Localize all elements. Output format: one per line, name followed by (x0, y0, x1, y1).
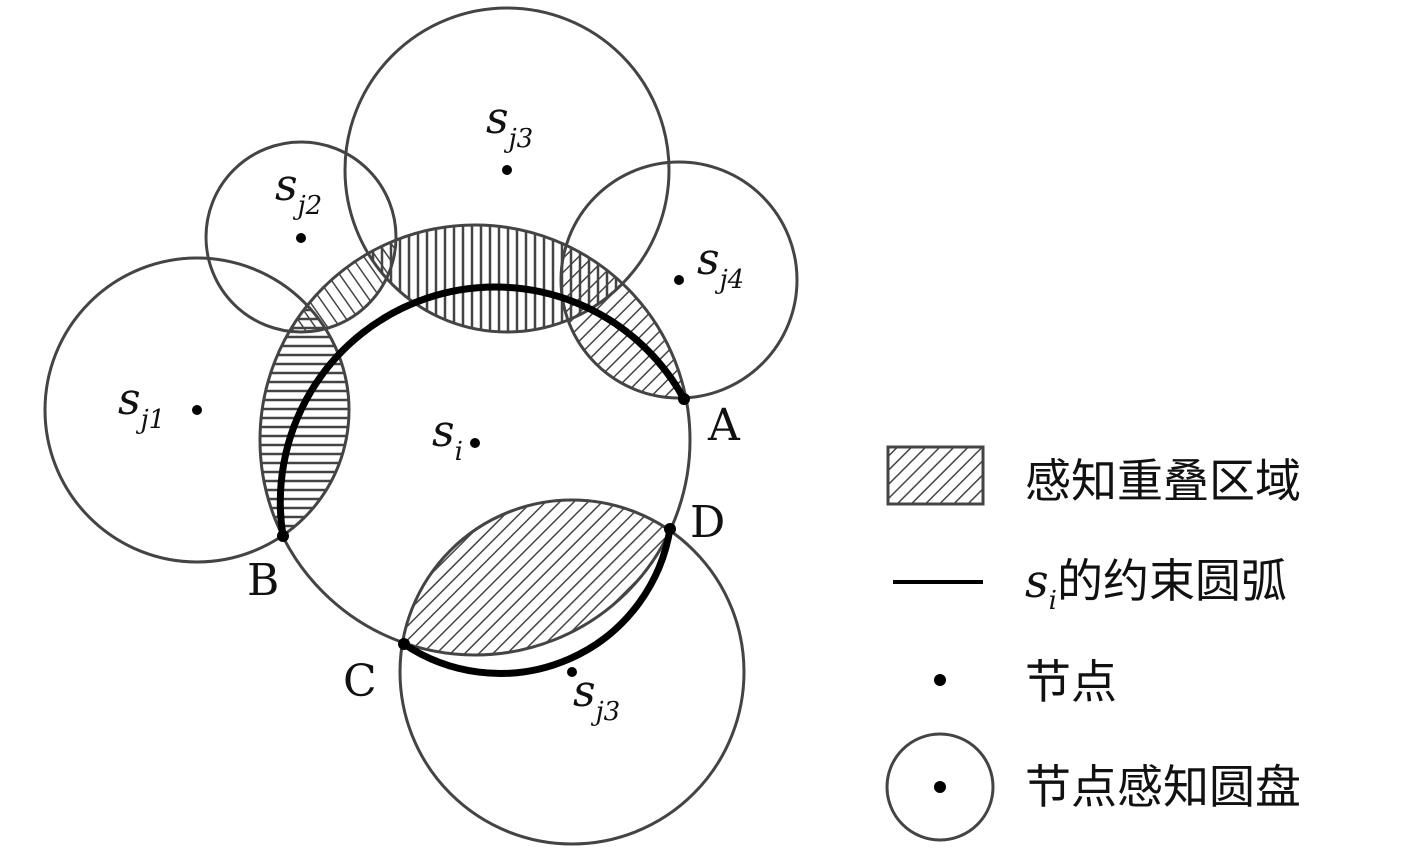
point-B-label: B (247, 555, 279, 606)
legend-disk-dot (934, 781, 946, 793)
disk-sj3-top (343, 6, 671, 334)
legend-arc-label: si的约束圆弧 (1025, 554, 1287, 616)
label-sj2: sj2 (275, 160, 322, 221)
point-D-label: D (690, 497, 725, 548)
constraint-arcs (276, 283, 688, 677)
node-dot-sj2 (296, 233, 306, 243)
legend-overlap-label: 感知重叠区域 (1025, 454, 1301, 508)
point-B-dot (277, 530, 289, 542)
point-A-dot (678, 393, 690, 405)
node-dots (192, 165, 684, 677)
legend-node-label: 节点 (1025, 655, 1117, 709)
point-D-dot (664, 523, 676, 535)
intersection-points (277, 393, 690, 650)
disk-sj2 (204, 140, 398, 334)
arc-C-to-D (400, 525, 674, 677)
label-sj4: sj4 (697, 234, 744, 295)
label-si: si (432, 406, 463, 467)
node-dot-si (470, 438, 480, 448)
legend-overlap-swatch (886, 445, 985, 506)
point-C-dot (398, 638, 410, 650)
node-dot-sj3-top (502, 165, 512, 175)
legend-disk-circle (885, 732, 995, 842)
disk-si (258, 223, 692, 657)
point-C-label: C (343, 656, 377, 707)
label-sj3-top: sj3 (486, 93, 533, 154)
arc-A-to-B (276, 283, 688, 540)
point-A-label: A (707, 400, 741, 451)
legend-disk-label: 节点感知圆盘 (1025, 760, 1301, 814)
label-sj3-bottom: sj3 (573, 666, 620, 727)
node-dot-sj3-bottom (567, 667, 577, 677)
node-dot-sj4 (674, 275, 684, 285)
legend: 感知重叠区域 si的约束圆弧 节点 节点感知圆盘 (885, 445, 1301, 842)
disk-sj3-bottom (398, 498, 746, 846)
node-dot-sj1 (192, 405, 202, 415)
label-sj1: sj1 (118, 374, 165, 435)
disk-sj1 (43, 256, 351, 564)
legend-node-dot (934, 674, 946, 686)
